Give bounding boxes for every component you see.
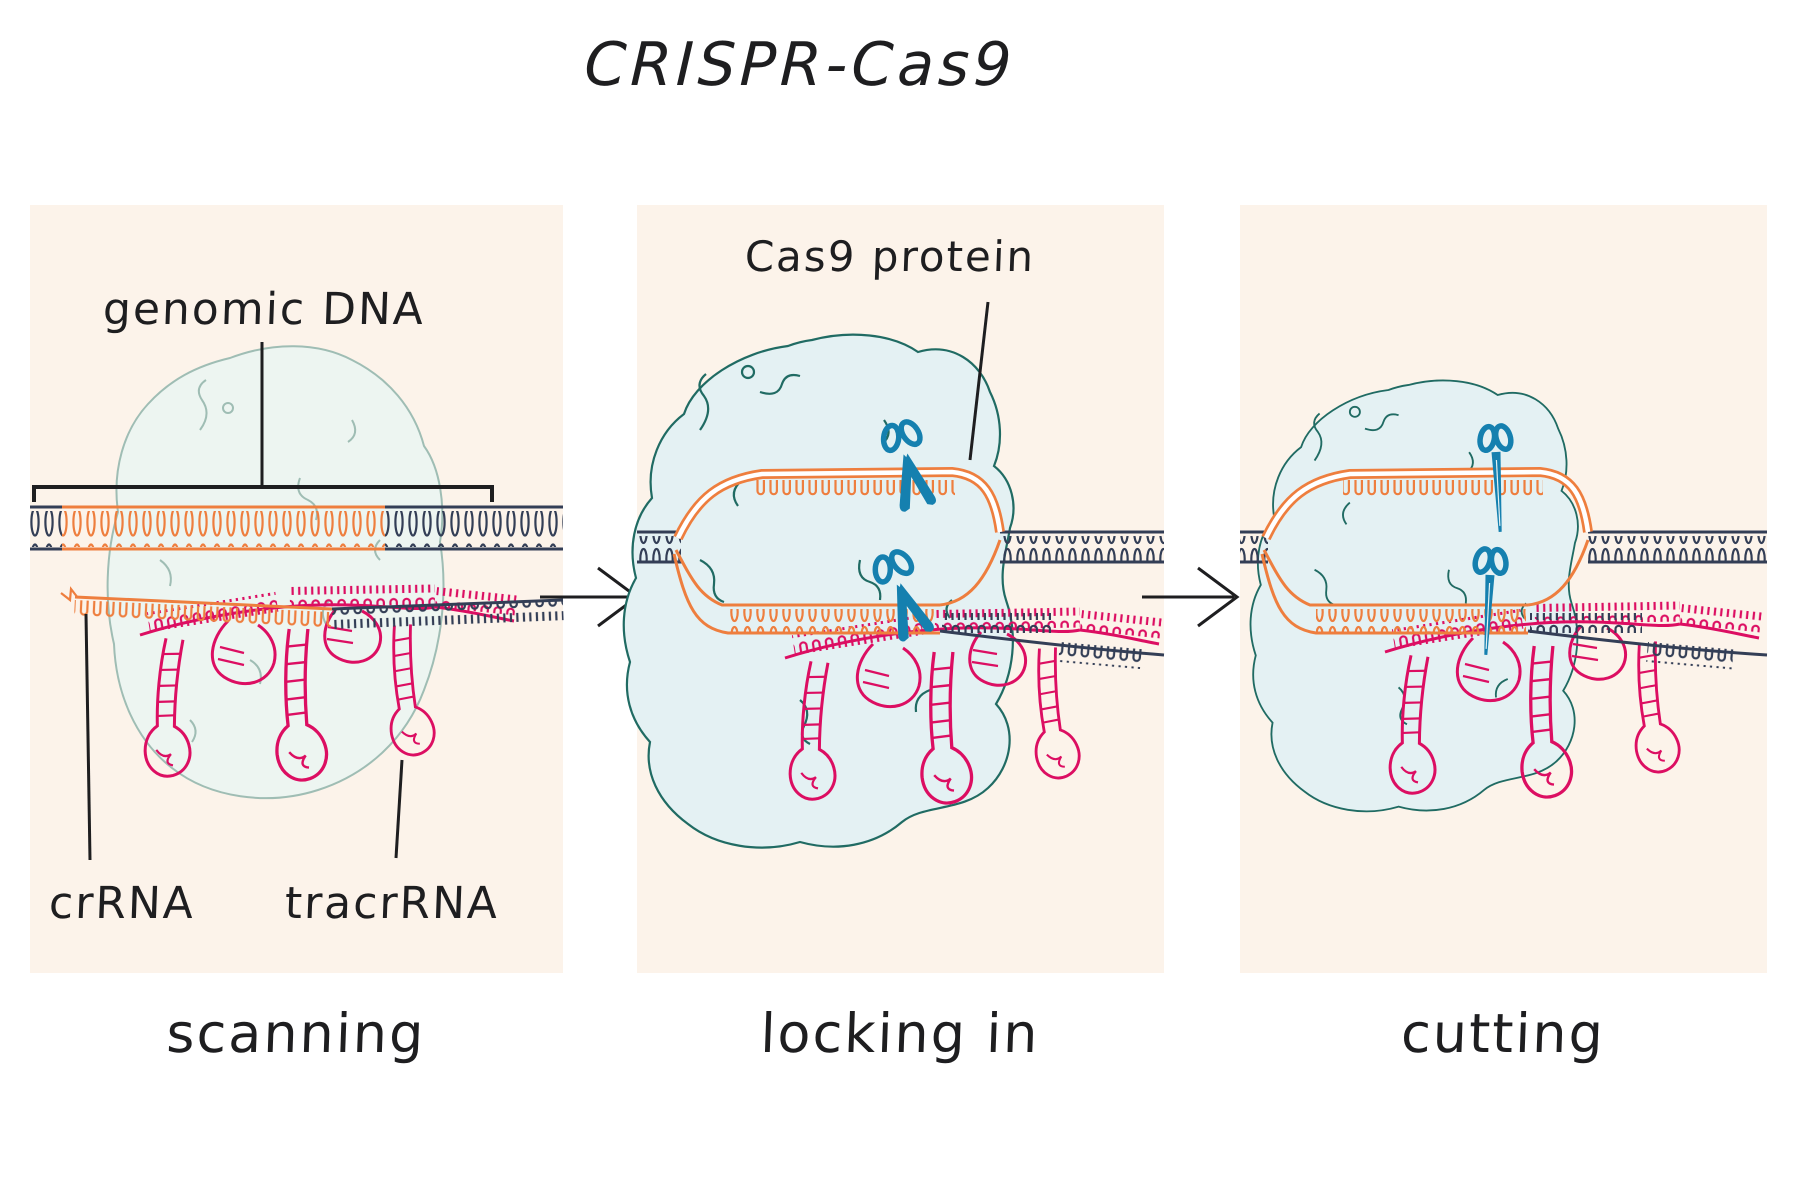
tracrrna-pointer-line [394, 759, 404, 859]
guide-rna-strand [60, 586, 564, 630]
genomic-dna-strand [30, 505, 563, 551]
panel-cutting-art [1240, 379, 1768, 813]
caption-cutting: cutting [1400, 1002, 1606, 1065]
tracrrna-label: tracrRNA [284, 878, 500, 929]
genomic-dna-bracket [32, 485, 494, 502]
panel-locking-in-art [622, 301, 1165, 849]
diagram-title: CRISPR-Cas9 [583, 30, 1017, 100]
cas9-pointer-line [968, 301, 990, 461]
panel-scanning-art [30, 342, 564, 861]
genomic-dna-strand [637, 530, 1165, 670]
caption-scanning: scanning [165, 1002, 427, 1065]
cas9-protein-blob [106, 345, 445, 800]
cas9-protein-label: Cas9 protein [743, 232, 1037, 281]
crrna-label: crRNA [48, 878, 196, 929]
crrna-pointer-line [84, 613, 92, 861]
caption-locking-in: locking in [759, 1002, 1041, 1065]
genomic-dna-label: genomic DNA [102, 284, 426, 335]
arrow-right-icon [1142, 566, 1240, 628]
